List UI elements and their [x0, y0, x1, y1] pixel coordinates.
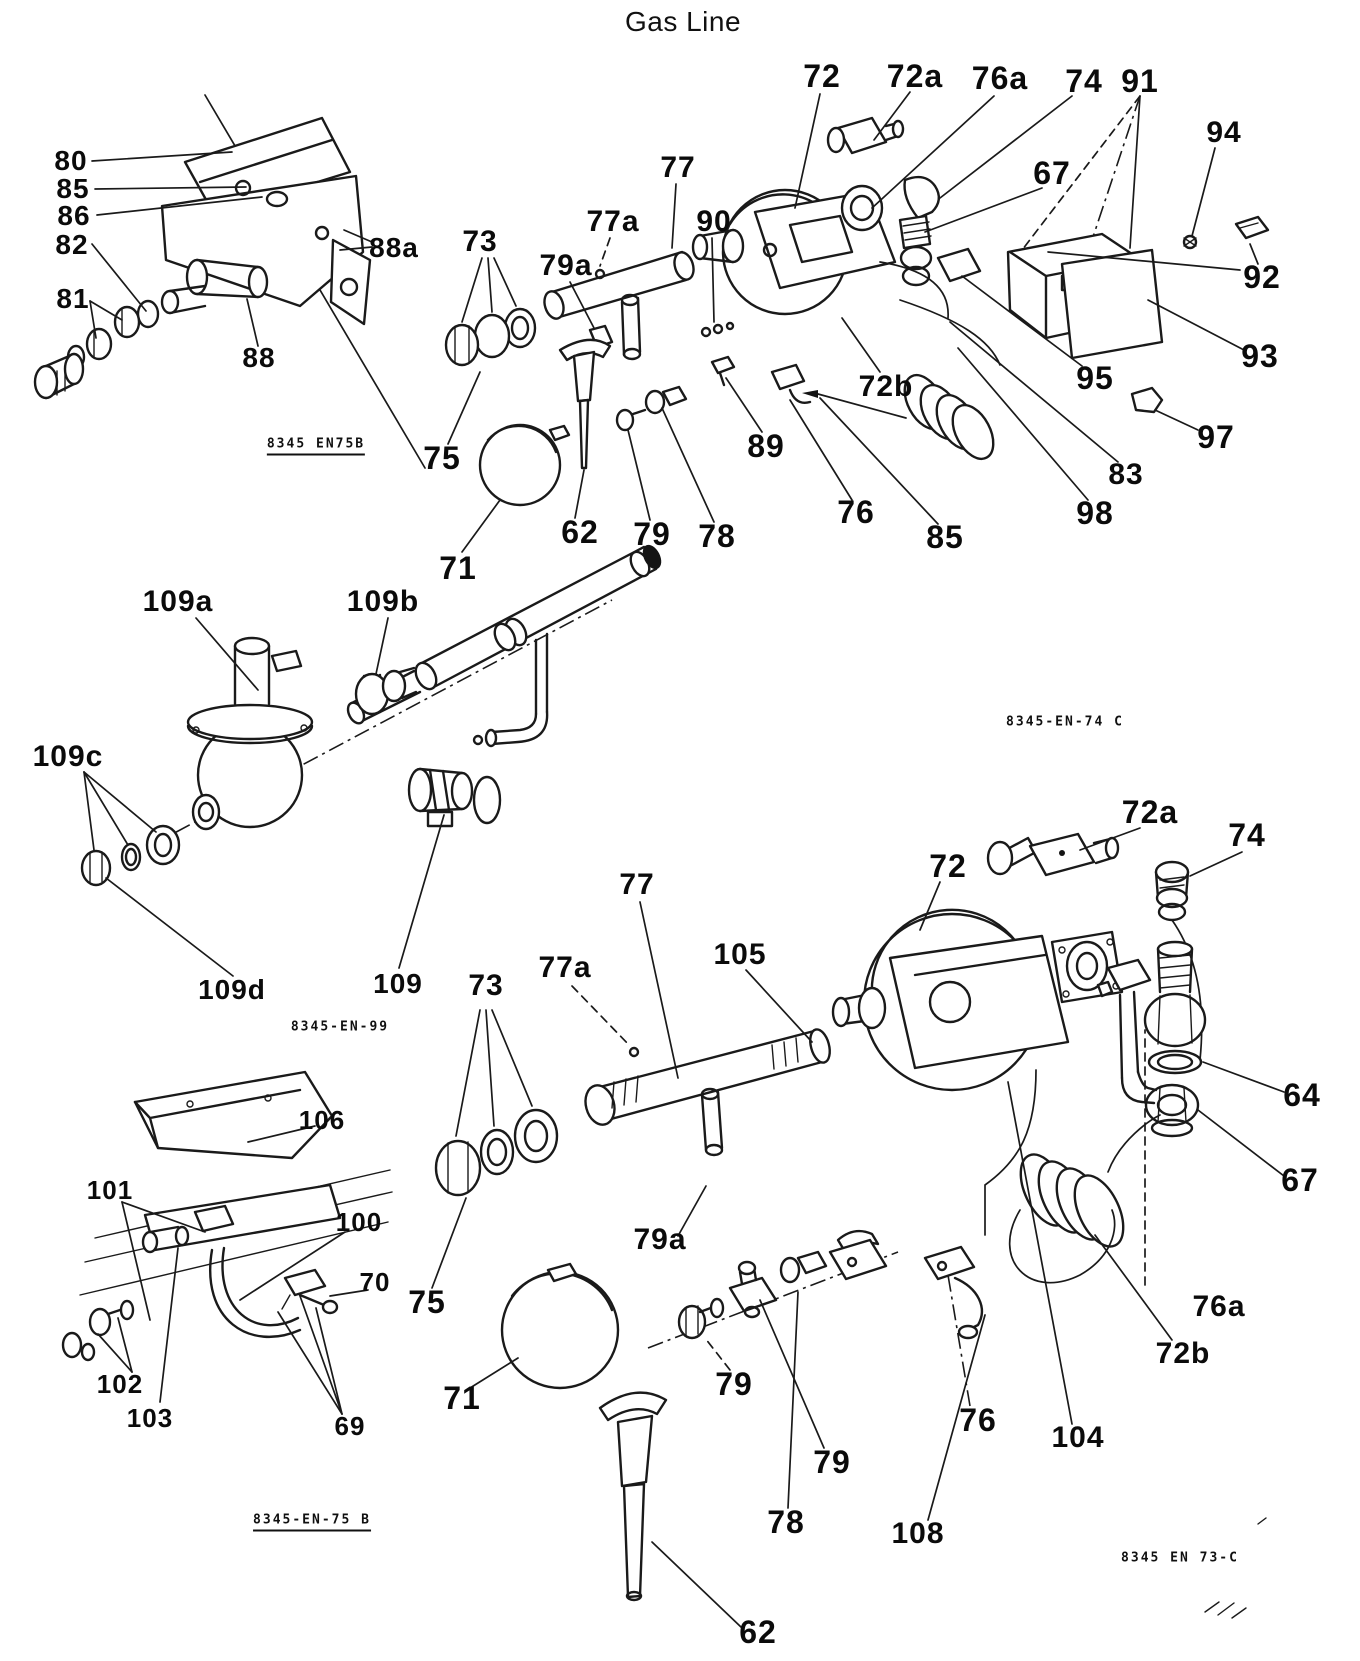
part-label-77a: 77a [538, 951, 592, 984]
part-label-86: 86 [57, 200, 91, 231]
figure-code: 8345-EN-74 C [1006, 714, 1124, 730]
part-label-70: 70 [359, 1267, 391, 1297]
fig-gas-valve-upper [444, 91, 1270, 553]
part-label-102: 102 [96, 1369, 144, 1399]
part-label-79: 79 [633, 516, 671, 552]
part-label-82: 82 [55, 229, 89, 260]
part-label-72a: 72a [886, 58, 944, 94]
part-label-108: 108 [891, 1517, 945, 1550]
part-label-78: 78 [698, 518, 736, 554]
part-label-75: 75 [408, 1284, 446, 1320]
part-label-74: 74 [1228, 817, 1266, 853]
part-label-71: 71 [439, 550, 477, 586]
part-label-80: 80 [54, 145, 88, 176]
part-label-90: 90 [696, 205, 732, 238]
part-label-93: 93 [1241, 338, 1279, 374]
fig-manifold-assembly [61, 1070, 393, 1415]
part-label-88: 88 [242, 342, 276, 373]
figure-code: 8345 EN75B [266, 437, 366, 456]
part-label-69: 69 [334, 1411, 366, 1441]
part-label-72b: 72b [1155, 1337, 1211, 1370]
part-label-97: 97 [1197, 419, 1235, 455]
part-label-77: 77 [619, 868, 655, 901]
page-title: Gas Line [624, 6, 742, 37]
part-label-76a: 76a [971, 60, 1029, 96]
part-label-71: 71 [443, 1380, 481, 1416]
part-label-85: 85 [926, 519, 964, 555]
part-label-94: 94 [1206, 116, 1242, 149]
fig-bracket-assembly [33, 94, 426, 469]
part-label-72a: 72a [1121, 794, 1179, 830]
figure-code: 8345 EN 73-C [1121, 1550, 1239, 1566]
part-label-72b: 72b [858, 370, 914, 403]
part-label-100: 100 [335, 1207, 383, 1237]
part-label-91: 91 [1121, 63, 1159, 99]
part-label-105: 105 [713, 938, 767, 971]
part-label-73: 73 [462, 225, 498, 258]
part-label-79a: 79a [633, 1223, 687, 1256]
part-label-78: 78 [767, 1504, 805, 1540]
part-label-72: 72 [803, 58, 841, 94]
figure-code: 8345-EN-75 B [253, 1513, 371, 1532]
part-label-64: 64 [1283, 1077, 1321, 1113]
part-label-109: 109 [373, 968, 423, 999]
part-label-76: 76 [837, 494, 875, 530]
part-label-104: 104 [1051, 1421, 1105, 1454]
part-label-77: 77 [660, 151, 696, 184]
part-label-109d: 109d [198, 974, 266, 1005]
part-label-62: 62 [739, 1614, 777, 1650]
fig-gas-valve-lower [431, 827, 1285, 1629]
part-label-101: 101 [86, 1175, 134, 1205]
part-label-88a: 88a [369, 232, 419, 263]
part-label-85: 85 [56, 173, 90, 204]
part-label-98: 98 [1076, 495, 1114, 531]
part-label-67: 67 [1281, 1162, 1319, 1198]
part-label-67: 67 [1033, 155, 1071, 191]
part-label-75: 75 [423, 440, 461, 476]
fig-regulator-assembly [80, 544, 662, 977]
figure-code: 8345-EN-99 [290, 1019, 390, 1035]
part-label-92: 92 [1243, 259, 1281, 295]
part-label-81: 81 [56, 283, 90, 314]
part-label-73: 73 [468, 969, 504, 1002]
part-label-79: 79 [715, 1366, 753, 1402]
part-label-109a: 109a [142, 585, 214, 618]
part-label-95: 95 [1076, 360, 1114, 396]
part-label-79: 79 [813, 1444, 851, 1480]
part-label-109b: 109b [346, 585, 420, 618]
part-label-103: 103 [126, 1403, 174, 1433]
part-label-77a: 77a [586, 205, 640, 238]
part-label-83: 83 [1108, 458, 1144, 491]
part-label-72: 72 [929, 848, 967, 884]
part-label-106: 106 [298, 1105, 346, 1135]
part-label-76a: 76a [1192, 1290, 1246, 1323]
part-label-74: 74 [1065, 63, 1103, 99]
part-label-89: 89 [747, 428, 785, 464]
part-label-76: 76 [959, 1402, 997, 1438]
part-label-79a: 79a [539, 249, 593, 282]
part-label-109c: 109c [32, 740, 104, 773]
part-label-62: 62 [561, 514, 599, 550]
